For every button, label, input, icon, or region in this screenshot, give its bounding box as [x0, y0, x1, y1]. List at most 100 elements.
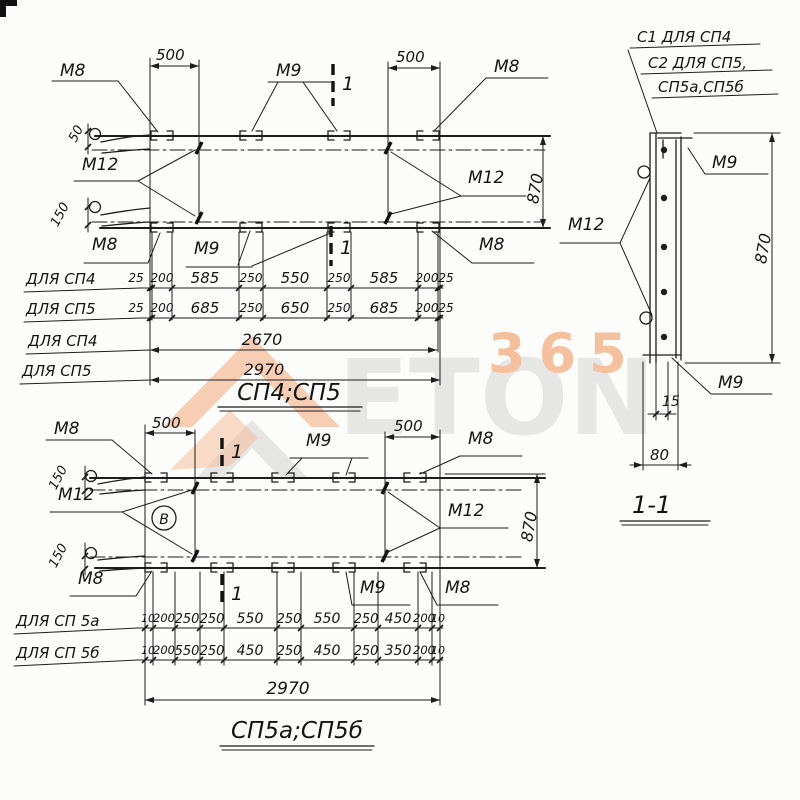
dim-value: 550	[237, 611, 264, 627]
label-m9-top: М9	[306, 431, 331, 451]
upper-dim-row-sp5: ДЛЯ СП5 25 200 685 250 650 250 685 200 2…	[23, 299, 454, 323]
upper-total-sp4: ДЛЯ СП4 2670	[25, 330, 438, 355]
upper-total-sp5: ДЛЯ СП5 2970	[19, 360, 441, 385]
section-note-c2: С2 ДЛЯ СП5,	[648, 54, 747, 72]
dim-value: 250	[328, 301, 351, 315]
upper-title: СП4;СП5	[237, 380, 341, 406]
lower-total-2970: 2970	[144, 679, 441, 703]
lower-drawing: 150 150 500 500 870 1 1 В	[13, 414, 547, 751]
dim-value: 250	[240, 301, 263, 315]
section-dim-80: 80	[629, 361, 692, 471]
upper-anchor-labels: М8 М9 М8 М12 М12 М8 М9 М8	[51, 57, 549, 268]
lower-anchor-labels: М8 М9 М8 М12 М12 М8 М9 М8	[45, 419, 523, 606]
section-mark-label: 1	[340, 237, 352, 259]
lower-left-hooks	[81, 465, 146, 576]
label-m8-bottom-right: М8	[445, 578, 471, 598]
dim-value: 80	[650, 446, 669, 464]
dim-value: 250	[240, 271, 263, 285]
upper-section-cut-top: 1	[331, 64, 354, 106]
row-label: ДЛЯ СП4	[27, 332, 98, 350]
section-title: 1-1	[632, 491, 671, 519]
lower-dim-500-right: 500	[384, 417, 441, 440]
section-dim-15: 15	[647, 361, 680, 421]
lower-title: СП5а;СП5б	[231, 718, 363, 744]
lower-dim-500-left: 500	[144, 414, 196, 436]
upper-anchor-symbols	[150, 130, 440, 233]
label-m9-bottom: М9	[360, 578, 385, 598]
dim-value: 250	[200, 612, 225, 627]
section-mark-label: 1	[231, 441, 243, 463]
dim-value: 500	[156, 46, 185, 64]
section-mark-label: 1	[231, 583, 243, 605]
upper-dim-870: 870	[523, 135, 547, 229]
dim-value: 585	[191, 269, 220, 287]
label-m12-left: М12	[58, 485, 94, 505]
dim-value: 250	[277, 644, 302, 659]
scan-corner-mark	[0, 0, 17, 17]
watermark-logo: ETON 365	[163, 322, 655, 478]
dim-value: 250	[354, 612, 379, 627]
lower-dim-150-bottom: 150	[46, 541, 71, 570]
dim-value: 500	[396, 48, 425, 66]
row-label: ДЛЯ СП 5а	[15, 612, 99, 630]
section-notes: С1 ДЛЯ СП4 С2 ДЛЯ СП5, СП5а,СП5б	[627, 28, 779, 134]
upper-dim-500-left: 500	[149, 46, 200, 69]
dim-value: 650	[281, 299, 310, 317]
upper-dim-row-sp4: ДЛЯ СП4 25 200 585 250 550 250 585 200 2…	[23, 269, 454, 293]
dim-value: 350	[385, 643, 412, 659]
section-channel	[637, 132, 693, 364]
label-m8-top-right: М8	[494, 57, 520, 77]
dim-value: 200	[416, 271, 439, 285]
label-m9-section-top: М9	[712, 153, 737, 173]
row-label: ДЛЯ СП5	[21, 362, 92, 380]
dim-value: 10	[431, 612, 445, 625]
dim-value: 200	[413, 611, 435, 625]
dim-value: 870	[751, 232, 775, 265]
label-m8-bottom-left: М8	[92, 235, 118, 255]
label-m8-top-right: М8	[468, 429, 494, 449]
lower-dim-870: 870	[444, 473, 546, 569]
dim-value: 25	[438, 301, 453, 315]
dim-value: 550	[175, 644, 200, 659]
dim-value: 550	[281, 269, 310, 287]
row-label: ДЛЯ СП5	[25, 300, 96, 318]
upper-dim-500-right: 500	[387, 48, 441, 71]
dim-value: 250	[175, 612, 200, 627]
dim-value: 250	[328, 271, 351, 285]
dim-value: 200	[413, 643, 435, 657]
dim-value: 2970	[266, 679, 309, 699]
watermark-roof-inner	[196, 420, 308, 478]
upper-plate-lines	[91, 57, 552, 386]
dim-value: 2970	[244, 360, 285, 379]
label-m9-top: М9	[276, 61, 301, 81]
upper-dim-50: 50	[66, 123, 87, 145]
section-note-c1: С1 ДЛЯ СП4	[637, 28, 731, 46]
dim-value: 685	[370, 299, 399, 317]
dim-value: 25	[128, 301, 143, 315]
section-note-c2b: СП5а,СП5б	[658, 78, 744, 96]
lower-dim-row-sp5b: ДЛЯ СП 5б 10 200 550 250 450 250 450 250…	[13, 643, 445, 667]
label-m12-section: М12	[568, 215, 604, 235]
dim-value: 250	[200, 644, 225, 659]
dim-value: 685	[191, 299, 220, 317]
lower-dim-row-sp5a: ДЛЯ СП 5а 10 200 250 250 550 250 550 250…	[13, 611, 445, 635]
dim-value: 250	[354, 644, 379, 659]
section-labels: М9 М9 М12	[559, 147, 773, 395]
lower-plate-lines	[88, 424, 547, 706]
dim-value: 200	[151, 271, 174, 285]
dim-value: 10	[431, 644, 445, 657]
dim-value: 200	[153, 611, 175, 625]
dim-value: 25	[438, 271, 453, 285]
lower-position-mark: В	[151, 505, 177, 531]
section-dim-870: 870	[684, 132, 781, 364]
label-m12-right: М12	[448, 501, 484, 521]
watermark-roof-band	[170, 410, 258, 470]
dim-value: 500	[394, 417, 423, 435]
dim-value: 200	[153, 643, 175, 657]
watermark-roof-icon	[163, 336, 340, 427]
dim-value: 10	[141, 612, 155, 625]
section-mark-label: 1	[342, 73, 354, 95]
position-mark-label: В	[159, 512, 169, 528]
